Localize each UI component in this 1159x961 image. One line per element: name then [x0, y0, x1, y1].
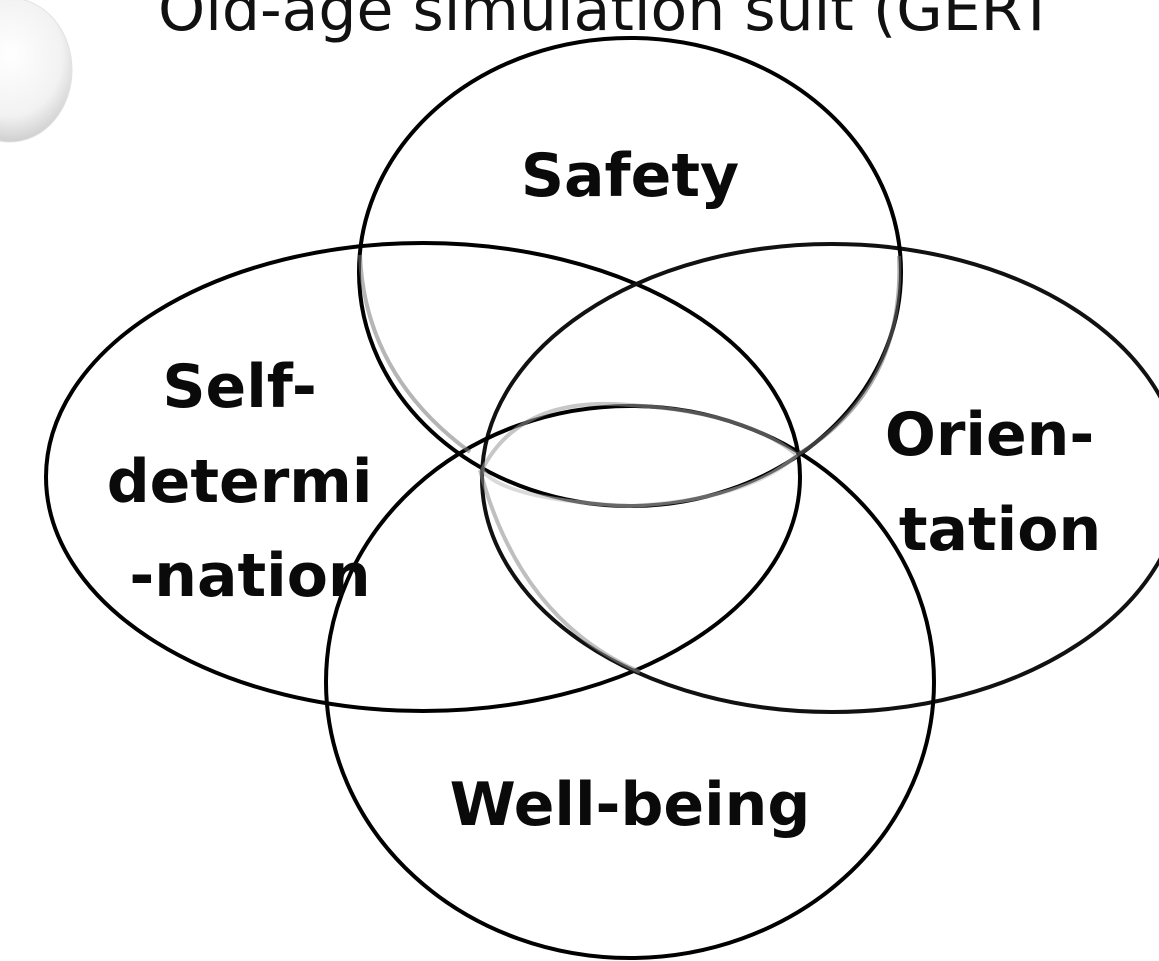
label-safety-line-1: Safety — [521, 141, 739, 211]
ellipse-orientation — [480, 242, 1159, 714]
label-well-being: Well-being — [450, 770, 811, 840]
label-orientation-line-2: tation — [899, 495, 1101, 565]
label-self-determination-line-3: -nation — [129, 541, 370, 611]
overlap-shading — [358, 254, 902, 674]
label-safety: Safety — [521, 141, 739, 211]
label-orientation-line-1: Orien- — [885, 400, 1094, 470]
label-self-determination: Self- determi -nation — [107, 352, 394, 611]
partial-image-fragment — [0, 0, 73, 143]
label-self-determination-line-2: determi — [107, 447, 373, 517]
ellipse-well-being — [324, 404, 936, 960]
ellipse-safety — [357, 36, 903, 508]
ellipse-self-determination — [44, 241, 802, 713]
label-self-determination-line-1: Self- — [162, 352, 316, 422]
label-well-being-line-1: Well-being — [450, 770, 811, 840]
label-orientation: Orien- tation — [885, 400, 1115, 565]
venn-labels: Safety Self- determi -nation Orien- tati… — [107, 141, 1115, 840]
